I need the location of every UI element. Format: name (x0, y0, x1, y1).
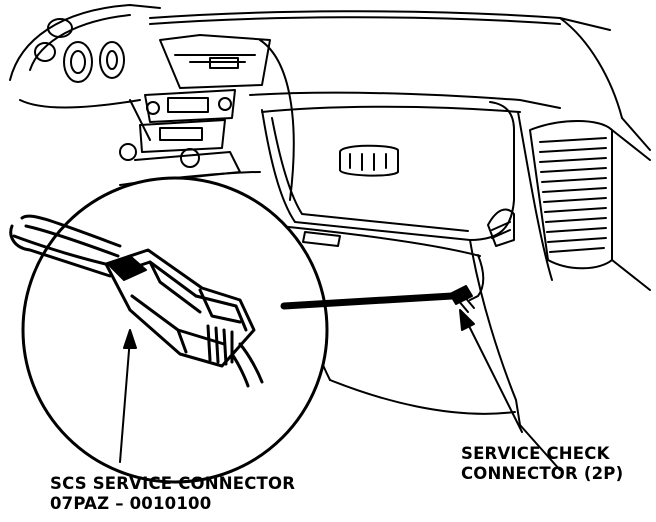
service-check-connector (449, 285, 475, 313)
service-check-label: SERVICE CHECK CONNECTOR (2P) (461, 444, 623, 484)
scs-connector-name: SCS SERVICE CONNECTOR (50, 474, 296, 493)
service-check-name: SERVICE CHECK (461, 444, 610, 463)
instrument-cluster (9, 4, 161, 141)
dashboard-outline (149, 10, 651, 151)
service-check-type: CONNECTOR (2P) (461, 464, 624, 483)
scs-connector-label: SCS SERVICE CONNECTOR 07PAZ – 0010100 (50, 474, 295, 514)
service-arrow (459, 309, 523, 433)
scs-connector-part-number: 07PAZ – 0010100 (50, 494, 212, 513)
kick-panel (329, 208, 561, 471)
air-vent (517, 111, 651, 291)
magnified-detail (9, 176, 329, 484)
center-console (119, 34, 295, 201)
scs-arrow (119, 329, 137, 463)
magnify-leader-line (280, 292, 456, 310)
